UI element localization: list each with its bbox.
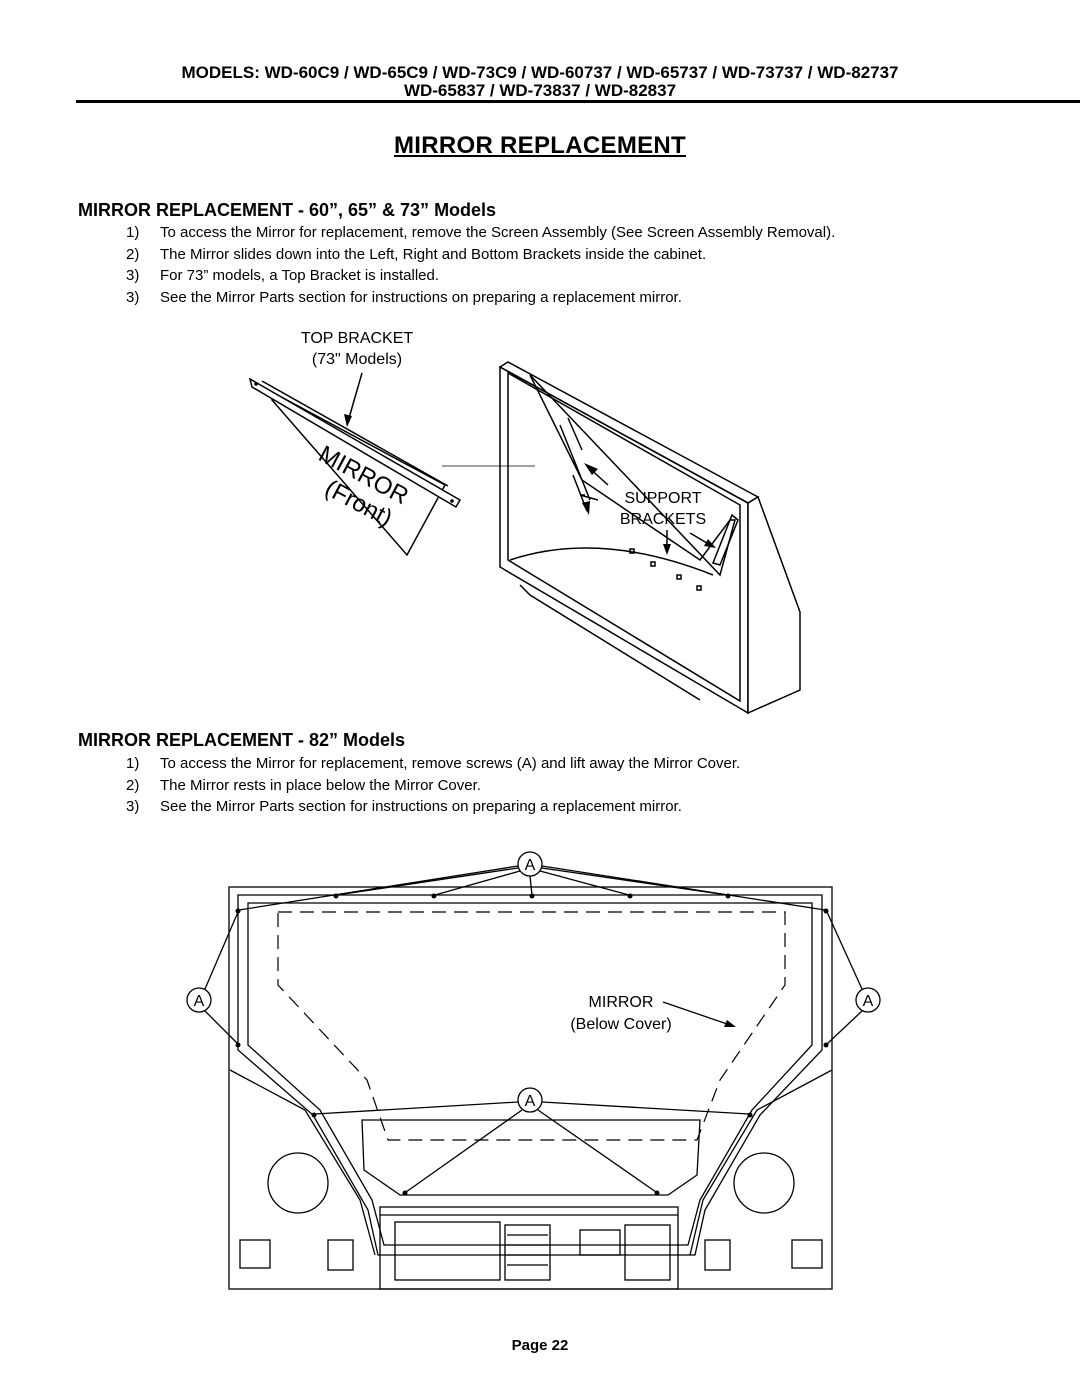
cabinet-drawing <box>498 361 801 715</box>
screw-dots <box>235 893 829 1196</box>
section-heading-82: MIRROR REPLACEMENT - 82” Models <box>78 730 406 750</box>
screw-label-right: A <box>826 911 881 1045</box>
screw-label-center: A <box>314 1087 750 1193</box>
header-rule <box>76 100 1080 103</box>
step-text: To access the Mirror for replacement, re… <box>160 224 836 241</box>
step-text: See the Mirror Parts section for instruc… <box>160 798 682 815</box>
figure-mirror-60-65-73: TOP BRACKET (73" Models) MIRROR (Front) … <box>248 330 801 715</box>
step-text: The Mirror slides down into the Left, Ri… <box>160 245 707 263</box>
section-heading-60-65-73: MIRROR REPLACEMENT - 60”, 65” & 73” Mode… <box>78 200 497 220</box>
cabinet-rear-outline <box>228 886 833 1290</box>
svg-text:A: A <box>525 857 536 874</box>
support-arrows <box>572 463 716 555</box>
step-number: 3) <box>126 798 140 815</box>
page-number: Page 22 <box>511 1337 569 1354</box>
step-text: See the Mirror Parts section for instruc… <box>160 288 682 306</box>
screw-label-left: A <box>186 911 239 1045</box>
mirror-below-arrowhead <box>724 1020 736 1027</box>
svg-text:A: A <box>863 993 874 1010</box>
step-text: For 73” models, a Top Bracket is install… <box>160 267 440 284</box>
top-bracket-arrowhead <box>344 414 352 427</box>
top-bracket-label: TOP BRACKET <box>301 330 414 347</box>
page-title: MIRROR REPLACEMENT <box>393 132 687 159</box>
step-number: 3) <box>126 267 140 284</box>
mirror-below-leader <box>662 1001 731 1026</box>
top-bracket-sublabel: (73" Models) <box>312 351 402 368</box>
step-text: To access the Mirror for replacement, re… <box>160 755 741 772</box>
brackets-label: BRACKETS <box>620 511 706 528</box>
step-number: 1) <box>126 755 140 772</box>
step-text: The Mirror rests in place below the Mirr… <box>160 776 481 794</box>
screw-label-top: A <box>238 851 826 911</box>
step-number: 3) <box>126 288 140 306</box>
svg-text:A: A <box>525 1093 536 1110</box>
mirror-front-panel: MIRROR (Front) <box>248 377 462 557</box>
step-number: 1) <box>126 224 140 241</box>
mirror-below-sublabel: (Below Cover) <box>570 1016 671 1033</box>
models-line-1: MODELS: WD-60C9 / WD-65C9 / WD-73C9 / WD… <box>181 63 899 82</box>
mirror-below-label: MIRROR <box>589 994 654 1011</box>
step-number: 2) <box>126 776 140 794</box>
mirror-dashed-outline <box>277 911 786 1141</box>
models-line-2: WD-65837 / WD-73837 / WD-82837 <box>403 81 677 100</box>
step-number: 2) <box>126 245 140 263</box>
svg-text:A: A <box>194 993 205 1010</box>
support-label: SUPPORT <box>624 490 701 507</box>
